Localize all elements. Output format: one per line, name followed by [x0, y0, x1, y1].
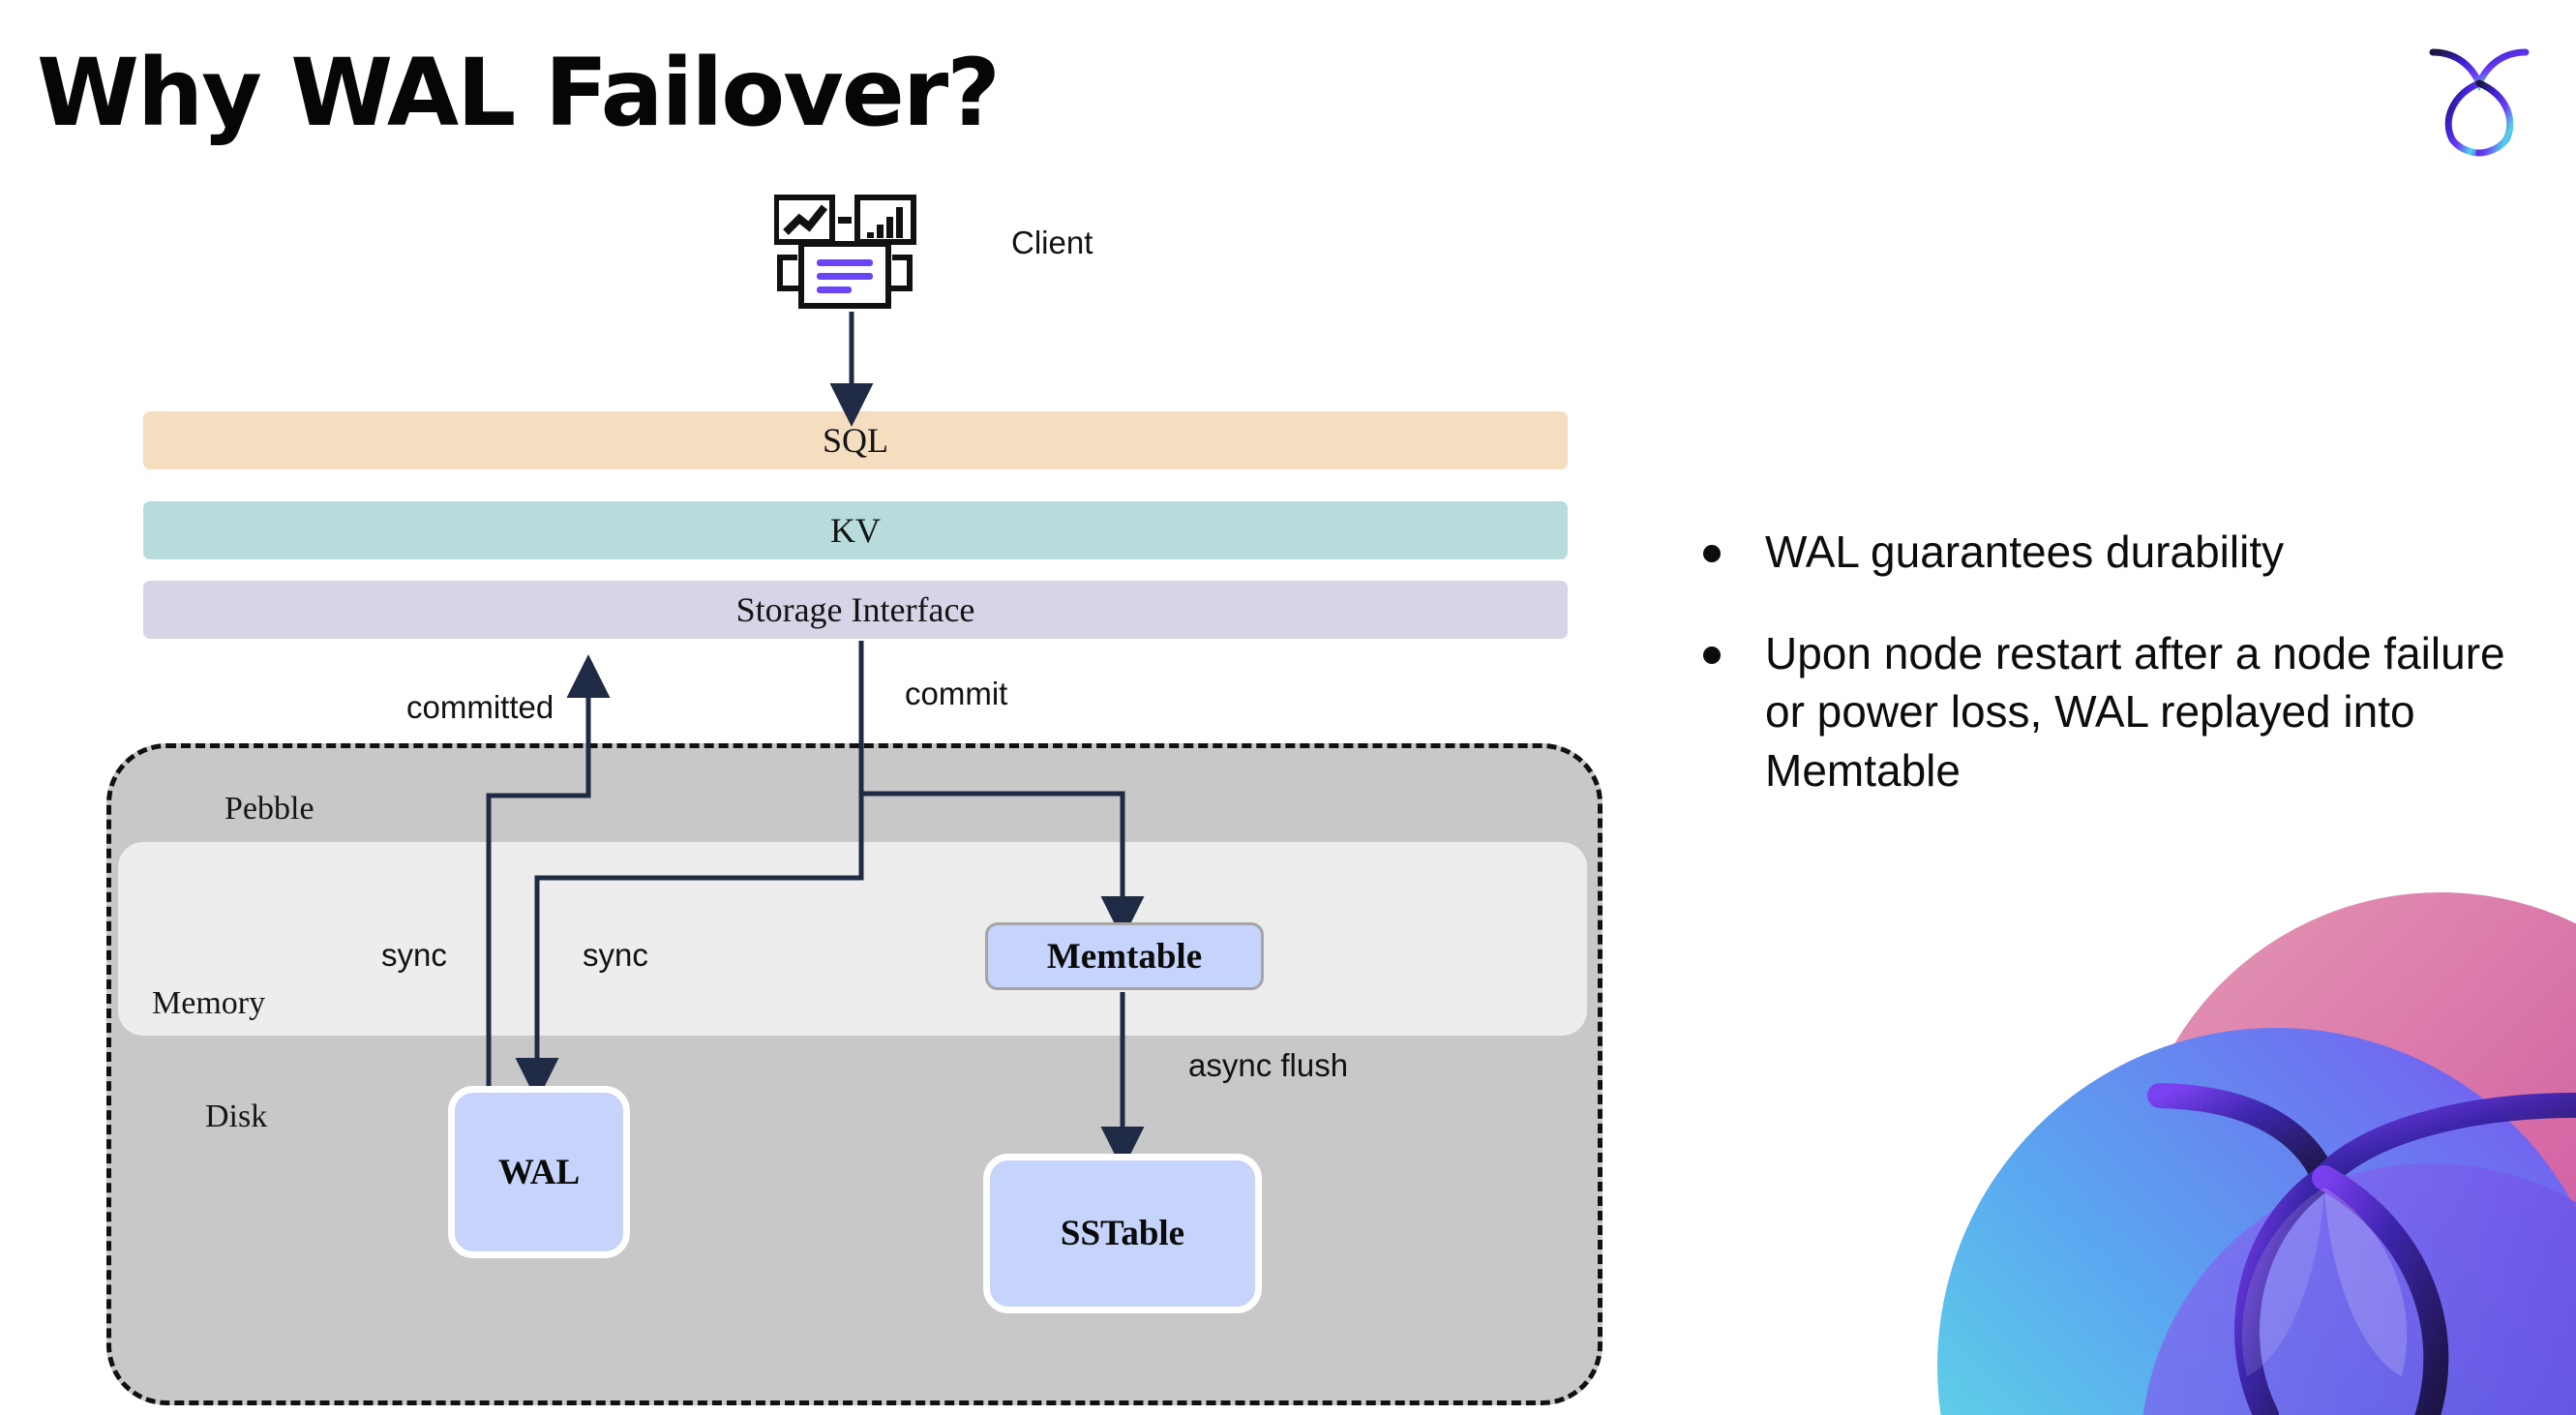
disk-label: Disk [205, 1099, 268, 1134]
node-sstable: SSTable [983, 1154, 1262, 1313]
bullet-dot-icon [1703, 545, 1721, 562]
page-title: Why WAL Failover? [37, 39, 1001, 147]
node-sstable-label: SSTable [1060, 1214, 1185, 1253]
cockroachdb-logo-icon [2429, 48, 2530, 157]
memory-label: Memory [152, 985, 266, 1021]
bullet-list: WAL guarantees durability Upon node rest… [1703, 523, 2506, 843]
edge-label-commit: commit [905, 676, 1008, 711]
pebble-label: Pebble [225, 791, 315, 827]
client-dashboard-icon [774, 195, 916, 309]
memory-band [118, 842, 1587, 1036]
bullet-text: WAL guarantees durability [1765, 527, 2285, 577]
node-wal: WAL [448, 1086, 630, 1258]
bullet-dot-icon [1703, 646, 1721, 664]
layer-bar-storage-interface: Storage Interface [143, 581, 1568, 639]
edge-label-async-flush: async flush [1188, 1047, 1349, 1083]
layer-bar-sql-label: SQL [822, 421, 888, 460]
edge-label-sync-right: sync [583, 937, 648, 973]
client-label: Client [1011, 225, 1093, 260]
node-wal-label: WAL [497, 1152, 581, 1192]
bullet-text: Upon node restart after a node failure o… [1765, 627, 2505, 797]
layer-bar-kv: KV [143, 501, 1568, 559]
layer-bar-kv-label: KV [830, 511, 881, 550]
node-memtable: Memtable [985, 922, 1264, 990]
list-item: WAL guarantees durability [1703, 523, 2506, 582]
layer-bar-sql: SQL [143, 411, 1568, 469]
edge-label-committed: committed [406, 689, 554, 725]
node-memtable-label: Memtable [1046, 936, 1203, 977]
edge-label-sync-left: sync [381, 937, 447, 973]
layer-bar-storage-interface-label: Storage Interface [735, 590, 975, 629]
cockroachdb-circles-decoration-icon [1937, 892, 2576, 1415]
list-item: Upon node restart after a node failure o… [1703, 624, 2506, 800]
